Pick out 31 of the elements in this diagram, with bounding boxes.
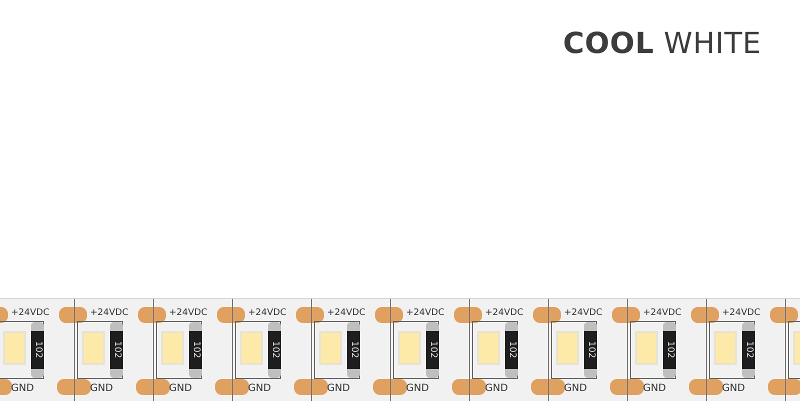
- voltage-marking: +24VDC: [406, 308, 444, 318]
- voltage-marking: +24VDC: [564, 308, 602, 318]
- resistor: 102: [189, 322, 202, 378]
- ground-marking: GND: [90, 383, 113, 394]
- voltage-marking: +24VDC: [248, 308, 286, 318]
- voltage-marking: +24VDC: [90, 308, 128, 318]
- resistor: 102: [31, 322, 44, 378]
- ground-marking: GND: [643, 383, 666, 394]
- ground-marking: GND: [11, 383, 34, 394]
- voltage-marking: +24VDC: [485, 308, 524, 318]
- resistor: 102: [110, 322, 123, 378]
- voltage-marking: +24VDC: [11, 308, 50, 318]
- ground-marking: GND: [169, 383, 192, 394]
- resistor: 102: [584, 322, 597, 378]
- ground-marking: GND: [327, 383, 350, 394]
- voltage-marking: +24VDC: [643, 308, 682, 318]
- resistor: 102: [505, 322, 518, 378]
- resistor: 102: [742, 322, 755, 378]
- resistor: 102: [268, 322, 281, 378]
- voltage-marking: +24VDC: [169, 308, 208, 318]
- ground-marking: GND: [406, 383, 429, 394]
- voltage-marking: +24VDC: [722, 308, 760, 318]
- ground-marking: GND: [722, 383, 745, 394]
- ground-marking: GND: [485, 383, 508, 394]
- voltage-marking: +24VDC: [327, 308, 366, 318]
- resistor: 102: [663, 322, 676, 378]
- ground-marking: GND: [564, 383, 587, 394]
- ground-marking: GND: [248, 383, 271, 394]
- product-title: COOL WHITE: [563, 26, 762, 60]
- resistor: 102: [426, 322, 439, 378]
- resistor: 102: [347, 322, 360, 378]
